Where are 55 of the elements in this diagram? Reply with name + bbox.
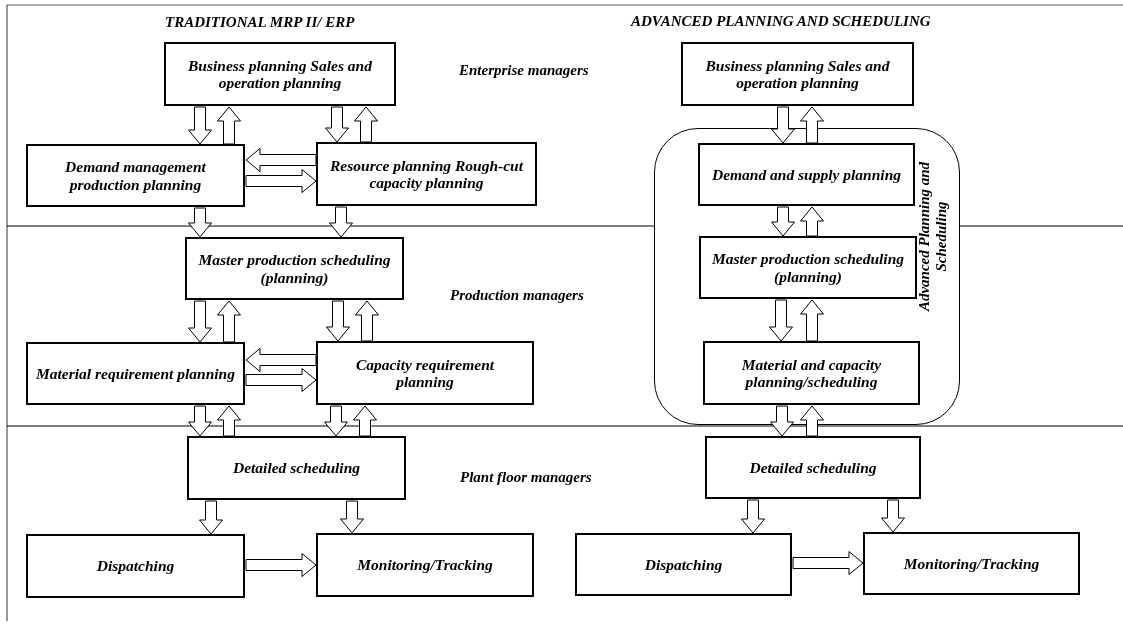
block-arrow: [188, 300, 212, 343]
block-arrow: [245, 348, 317, 372]
block-arrow: [770, 405, 794, 437]
block-arrow: [324, 405, 348, 437]
block-arrow: [355, 300, 379, 342]
block-arrow: [771, 106, 795, 144]
block-arrow: [188, 106, 212, 145]
process-box: Business planning Sales and operation planning: [164, 42, 396, 106]
process-box: Demand and supply planning: [698, 143, 915, 206]
block-arrow: [217, 405, 241, 437]
block-arrow: [881, 499, 905, 533]
block-arrow: [245, 553, 317, 577]
process-box: Detailed scheduling: [705, 436, 921, 499]
process-box: Master production scheduling (planning): [185, 237, 404, 300]
block-arrow: [326, 300, 350, 342]
block-arrow: [769, 299, 793, 342]
rounded-group-box: [654, 128, 960, 425]
block-arrow: [325, 106, 349, 143]
column-heading: ADVANCED PLANNING AND SCHEDULING: [631, 13, 931, 30]
group-title: Advanced Planning and Scheduling: [915, 161, 949, 311]
block-arrow: [199, 500, 223, 535]
block-arrow: [245, 169, 317, 193]
block-arrow: [353, 405, 377, 437]
process-box: Demand management production planning: [26, 144, 245, 207]
block-arrow: [245, 368, 317, 392]
block-arrow: [188, 405, 212, 437]
process-box: Detailed scheduling: [187, 436, 406, 500]
column-heading: TRADITIONAL MRP II/ ERP: [165, 14, 355, 31]
process-box: Material requirement planning: [26, 342, 245, 405]
block-arrow: [329, 206, 353, 238]
block-arrow: [188, 207, 212, 238]
block-arrow: [217, 300, 241, 343]
process-box: Capacity requirement planning: [316, 341, 534, 405]
block-arrow: [340, 500, 364, 534]
block-arrow: [800, 206, 824, 237]
block-arrow: [245, 148, 317, 172]
band-label: Production managers: [450, 287, 584, 304]
block-arrow: [741, 499, 765, 534]
block-arrow: [217, 106, 241, 145]
band-label: Enterprise managers: [459, 62, 589, 79]
process-box: Business planning Sales and operation planning: [681, 42, 914, 106]
block-arrow: [354, 106, 378, 143]
process-box: Dispatching: [575, 533, 792, 596]
process-box: Material and capacity planning/scheduling: [703, 341, 920, 405]
block-arrow: [771, 206, 795, 237]
block-arrow: [800, 106, 824, 144]
process-box: Monitoring/Tracking: [316, 533, 534, 597]
process-box: Resource planning Rough-cut capacity planning: [316, 142, 537, 206]
band-label: Plant floor managers: [460, 469, 592, 486]
process-box: Master production scheduling (planning): [699, 236, 917, 299]
block-arrow: [800, 299, 824, 342]
process-box: Monitoring/Tracking: [863, 532, 1080, 595]
block-arrow: [792, 551, 864, 575]
process-box: Dispatching: [26, 534, 245, 598]
block-arrow: [800, 405, 824, 437]
